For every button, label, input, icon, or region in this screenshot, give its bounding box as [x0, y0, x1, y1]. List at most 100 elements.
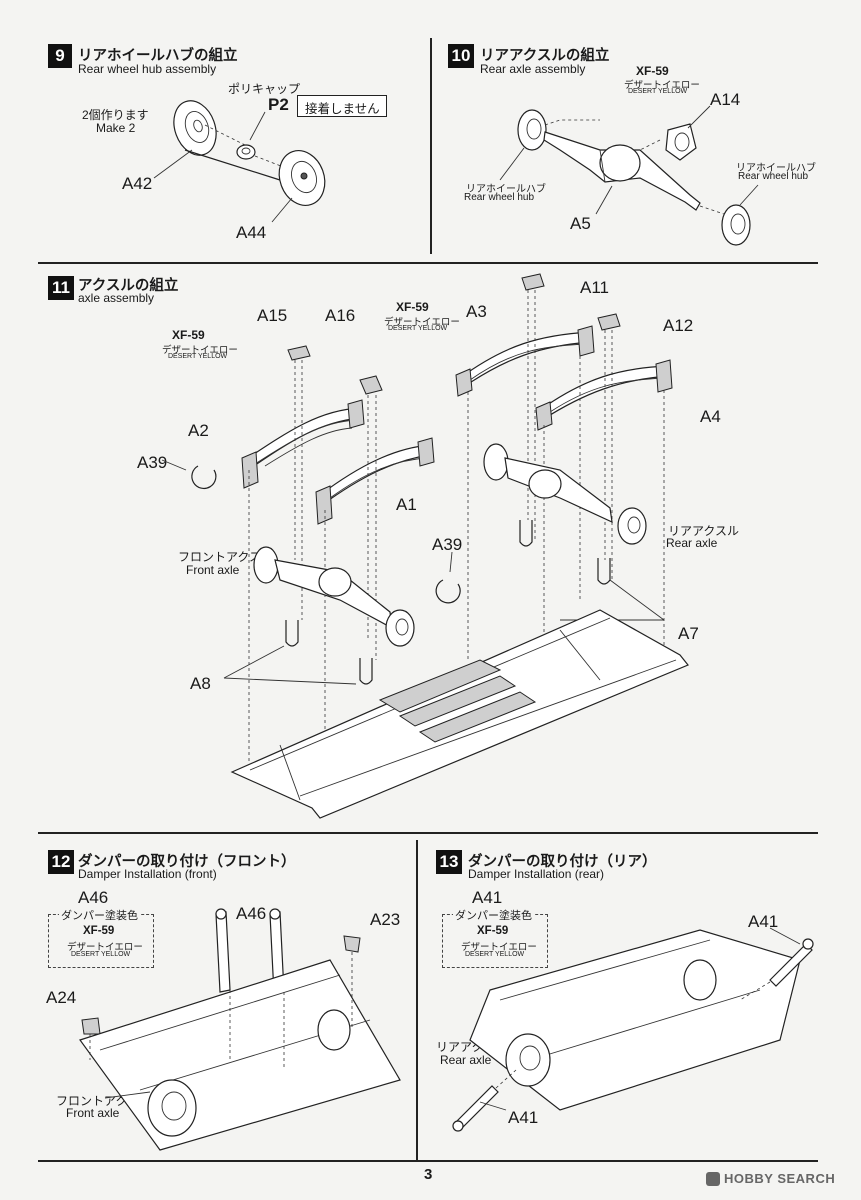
part-label-a16: A16	[325, 306, 356, 325]
step10-cover-a14	[665, 123, 697, 161]
part-label-a14: A14	[710, 90, 741, 109]
rear-axle-label-jp: リアアクスル	[668, 524, 740, 538]
part-label-a39-right: A39	[432, 535, 463, 554]
divider-bottom-horizontal	[38, 1160, 818, 1162]
part-label-a41-lower: A41	[508, 1108, 539, 1127]
paint-code: XF-59	[477, 925, 509, 937]
step-title-en: Damper Installation (front)	[78, 867, 217, 881]
watermark-text: HOBBY SEARCH	[724, 1171, 836, 1186]
step12-chassis	[79, 959, 401, 1151]
no-glue-text: 接着しません	[305, 102, 380, 116]
damper-paint-box: ダンパー塗装色 XF-59 デザートイエロー DESERT YELLOW	[48, 907, 154, 968]
paint-name-en-left: DESERT YELLOW	[168, 353, 228, 360]
divider-top-horizontal	[38, 262, 818, 264]
paint-code: XF-59	[636, 64, 669, 78]
ubolt-3	[519, 520, 533, 547]
damper-paint-heading: ダンパー塗装色	[59, 907, 140, 923]
divider-top-vertical	[430, 38, 432, 254]
part-label-a39-left: A39	[137, 453, 168, 472]
step-number: 13	[436, 850, 462, 874]
bracket-a16	[359, 375, 383, 395]
step-title-jp: ダンパーの取り付け（リア）	[468, 854, 657, 870]
step-title-en: axle assembly	[78, 291, 155, 305]
step11-chassis-frame	[230, 609, 689, 819]
part-label-a46: A46	[236, 904, 267, 923]
step13-chassis	[469, 929, 801, 1111]
paint-name-en: DESERT YELLOW	[628, 88, 688, 95]
polycap-label-jp: ポリキャップ	[228, 82, 301, 96]
part-label-a5: A5	[570, 214, 591, 233]
paint-code-left: XF-59	[172, 328, 205, 342]
part-label-a8: A8	[190, 674, 211, 693]
paint-name-jp: デザートイエロー	[624, 80, 700, 91]
part-label-a42: A42	[122, 174, 153, 193]
front-axle-label-en: Front axle	[186, 563, 240, 577]
clip-a39-left	[191, 465, 217, 490]
step-title-jp: ダンパーの取り付け（フロント）	[78, 854, 296, 870]
part-label-a3: A3	[466, 302, 487, 321]
clip-a39-right	[435, 579, 461, 604]
damper-paint-box: ダンパー塗装色 XF-59 デザートイエロー DESERT YELLOW	[442, 907, 548, 968]
rear-hub-label-jp-right: リアホイールハブ	[736, 163, 816, 174]
step11-rear-axle	[483, 443, 647, 545]
paint-name-en-right: DESERT YELLOW	[388, 325, 448, 332]
damper-paint-heading: ダンパー塗装色	[453, 907, 534, 923]
paint-name-jp: デザートイエロー	[67, 942, 143, 953]
part-label-a7: A7	[678, 624, 699, 643]
part-label-a24: A24	[46, 988, 77, 1007]
ubolt-1	[285, 620, 299, 647]
step13-damper-a41-upper	[769, 938, 814, 987]
ubolt-2	[359, 658, 373, 685]
paint-name-en: DESERT YELLOW	[465, 951, 525, 958]
part-label-a12: A12	[663, 316, 694, 335]
step-number: 9	[48, 44, 72, 68]
bracket-a24	[81, 1017, 101, 1035]
step-title-en: Rear wheel hub assembly	[78, 62, 217, 76]
step9-polycap-p2	[236, 144, 256, 160]
step9-wheel-a44	[278, 150, 326, 206]
part-label-a11: A11	[580, 278, 609, 297]
bracket-a15	[287, 345, 311, 361]
step11-spring-a2	[241, 399, 365, 489]
part-label-a44: A44	[236, 223, 267, 242]
step-number: 11	[48, 276, 74, 300]
part-label-a4: A4	[700, 407, 721, 426]
step10-hub-right	[721, 204, 751, 246]
rear-hub-label-en-right: Rear wheel hub	[738, 171, 809, 182]
part-label-a41-paint: A41	[472, 888, 503, 907]
paint-code-right: XF-59	[396, 300, 429, 314]
watermark-logo-icon	[706, 1172, 720, 1186]
bracket-a11	[521, 273, 545, 291]
step11-spring-a3	[455, 325, 595, 397]
part-label-a23: A23	[370, 910, 401, 929]
paint-name-jp-right: デザートイエロー	[384, 317, 460, 328]
rear-hub-label-jp-left: リアホイールハブ	[466, 184, 546, 195]
bracket-a12	[597, 313, 621, 331]
step11-front-axle	[253, 546, 415, 647]
no-glue-note: 接着しません	[297, 95, 387, 117]
part-label-a2: A2	[188, 421, 209, 440]
step11-spring-a4	[535, 359, 673, 431]
part-label-a1: A1	[396, 495, 417, 514]
step-number: 10	[448, 44, 474, 68]
part-label-a46-paint: A46	[78, 888, 109, 907]
step9-hub-disc-a42	[173, 100, 217, 156]
step11-spring-a1	[315, 437, 435, 525]
bracket-a23	[343, 935, 361, 953]
rear-axle-label-en: Rear axle	[666, 536, 718, 550]
make-count-jp: 2個作ります	[82, 108, 149, 122]
page-number: 3	[424, 1166, 433, 1183]
part-label-p2: P2	[268, 95, 289, 114]
step-title-en: Rear axle assembly	[480, 62, 586, 76]
divider-bottom-vertical	[416, 840, 418, 1160]
make-count-en: Make 2	[96, 121, 136, 135]
step-title-jp: リアホイールハブの組立	[78, 48, 238, 64]
front-axle-label-en: Front axle	[66, 1106, 120, 1120]
step-title-jp: リアアクスルの組立	[480, 48, 610, 64]
paint-name-jp: デザートイエロー	[461, 942, 537, 953]
rear-hub-label-en-left: Rear wheel hub	[464, 192, 535, 203]
part-label-a41-upper: A41	[748, 912, 779, 931]
step10-hub-left	[517, 109, 547, 151]
paint-name-en: DESERT YELLOW	[71, 951, 131, 958]
